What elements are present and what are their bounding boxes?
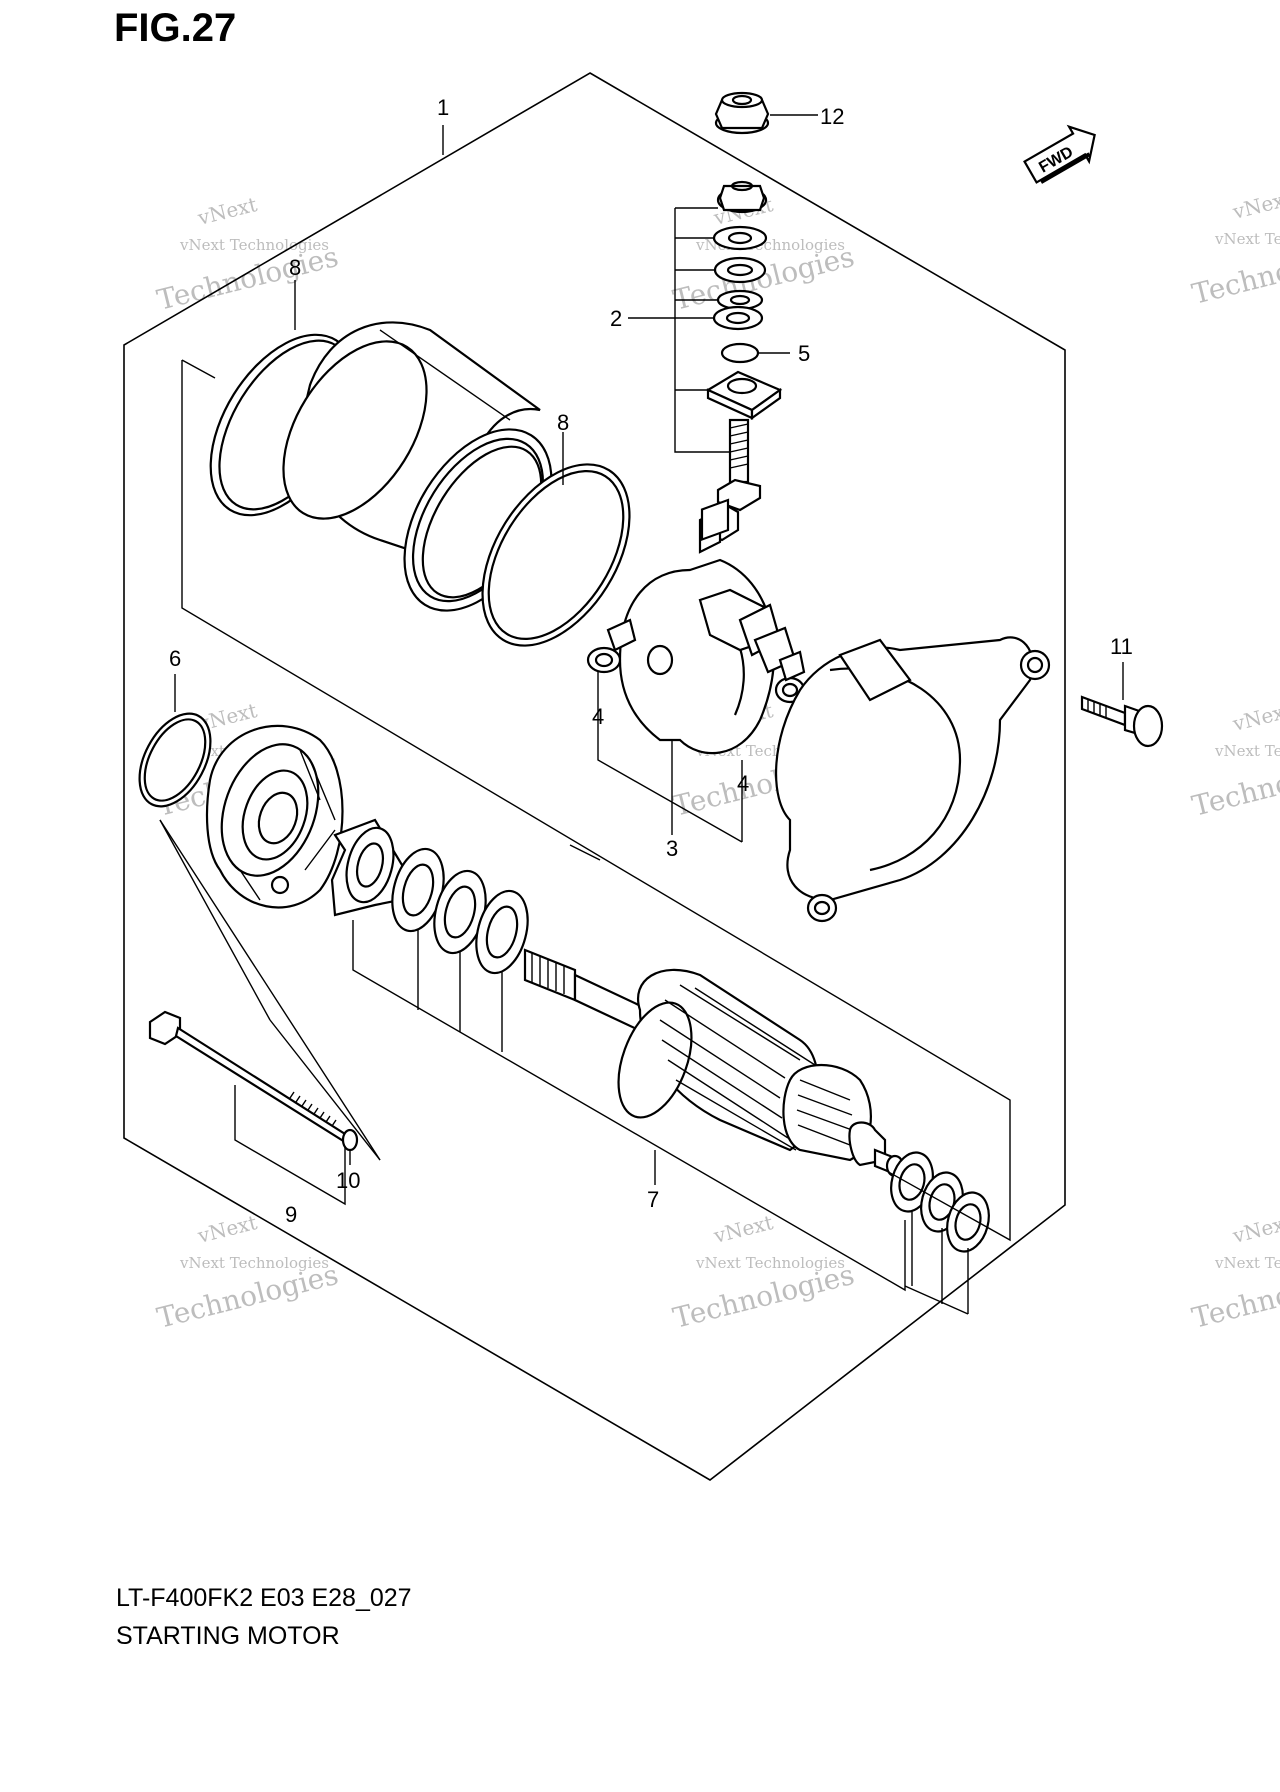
callout-4-right: 4 — [737, 771, 749, 796]
watermark: vNext vNext Technologies Technologies — [670, 192, 858, 317]
diagram-code: LT-F400FK2 E03 E28_027 — [116, 1584, 412, 1612]
watermark-line2: vNext Technologies — [1214, 742, 1280, 760]
group-boundary-lines — [159, 359, 1011, 1292]
callout-9: 9 — [285, 1202, 297, 1227]
watermark: vNext vNext Technologies Technologies — [1189, 698, 1280, 823]
yoke-o-ring-front-part — [481, 463, 631, 647]
watermark: vNext vNext Technologies Technologies — [1189, 186, 1280, 311]
small-o-ring-part — [720, 342, 760, 364]
watermark: vNext vNext Technologies Technologies — [670, 1210, 858, 1335]
flange-nut-part — [714, 91, 770, 135]
callout-labels: 1 12 2 5 8 8 6 4 4 3 11 10 9 7 — [169, 95, 1133, 1227]
callout-8-left: 8 — [289, 255, 301, 280]
diagram-caption: STARTING MOTOR — [116, 1622, 340, 1650]
watermark-line2: vNext Technologies — [695, 1254, 845, 1272]
rear-bracket-o-ring-part — [138, 712, 212, 808]
callout-8-right: 8 — [557, 410, 569, 435]
watermark-line2: vNext Technologies — [1214, 1254, 1280, 1272]
callout-7: 7 — [647, 1187, 659, 1212]
fwd-arrow-badge: FWD — [1023, 124, 1096, 184]
through-bolt-part — [148, 1010, 347, 1144]
watermark: vNext vNext Technologies Technologies — [154, 192, 342, 317]
callout-11: 11 — [1110, 634, 1133, 659]
housing-bolt-part — [1080, 695, 1164, 748]
watermark: vNext vNext Technologies Technologies — [154, 1210, 342, 1335]
callout-2: 2 — [610, 306, 622, 331]
leader-lines — [174, 114, 1124, 1315]
watermark-line2: vNext Technologies — [179, 236, 329, 254]
watermark-line1: vNext — [710, 1210, 775, 1248]
assembly-boundary — [123, 72, 1066, 1481]
armature-part — [523, 948, 905, 1178]
watermark-line1: vNext — [1229, 186, 1280, 224]
armature-washer-set — [890, 1151, 990, 1253]
rear-bracket-part — [205, 724, 344, 909]
brush-holder-part — [586, 558, 806, 755]
callout-6: 6 — [169, 646, 181, 671]
watermark-line2: vNext Technologies — [1214, 230, 1280, 248]
watermark-line1: vNext — [1229, 698, 1280, 736]
terminal-washer-stack — [712, 180, 768, 331]
watermark-line1: vNext — [1229, 1210, 1280, 1248]
terminal-insulator-part — [705, 370, 783, 421]
callout-4-left: 4 — [592, 704, 604, 729]
watermark-line1: vNext — [194, 1210, 259, 1248]
thrust-washer-set — [330, 818, 529, 975]
terminal-bolt-part — [698, 418, 762, 554]
callout-5: 5 — [798, 341, 810, 366]
watermark-line2: vNext Technologies — [179, 1254, 329, 1272]
yoke-housing-part — [282, 321, 553, 612]
callout-1: 1 — [437, 95, 449, 120]
callout-3: 3 — [666, 836, 678, 861]
callout-12: 12 — [820, 104, 844, 129]
figure-title: FIG.27 — [114, 6, 237, 50]
callout-10: 10 — [336, 1168, 360, 1193]
front-cover-part — [774, 636, 1051, 923]
watermark-line1: vNext — [194, 192, 259, 230]
watermark: vNext vNext Technologies Technologies — [1189, 1210, 1280, 1335]
